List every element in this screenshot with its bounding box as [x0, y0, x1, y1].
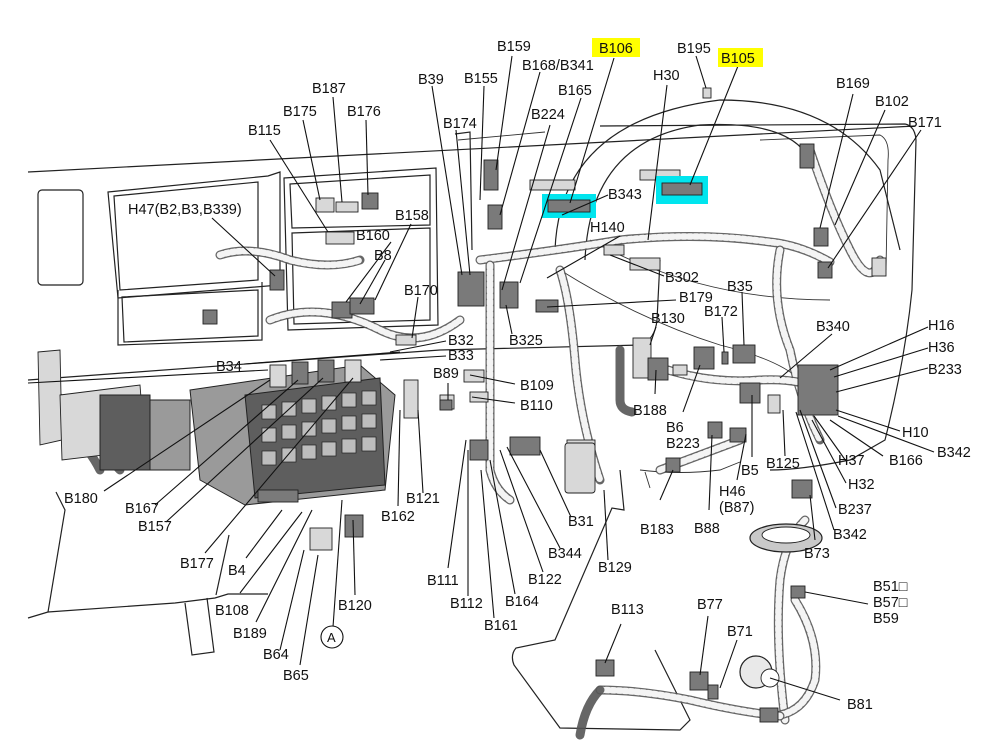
label-b108: B108 — [215, 603, 249, 619]
connectors — [202, 87, 887, 723]
label-b125: B125 — [766, 456, 800, 472]
label-b342-a: B342 — [937, 445, 971, 461]
label-b31: B31 — [568, 514, 594, 530]
label-b170: B170 — [404, 283, 438, 299]
label-b188: B188 — [633, 403, 667, 419]
label-b168-b341: B168/B341 — [522, 58, 594, 74]
label-b180: B180 — [64, 491, 98, 507]
label-b343: B343 — [608, 187, 642, 203]
label-b65: B65 — [283, 668, 309, 684]
label-b81: B81 — [847, 697, 873, 713]
label-b176: B176 — [347, 104, 381, 120]
label-b8: B8 — [374, 248, 392, 264]
label-h140: H140 — [590, 220, 625, 236]
label-b183: B183 — [640, 522, 674, 538]
label-b57: B57□ — [873, 595, 908, 611]
callout-a-label: A — [327, 630, 336, 645]
label-b325: B325 — [509, 333, 543, 349]
label-b160: B160 — [356, 228, 390, 244]
label-h47: H47(B2,B3,B339) — [128, 202, 242, 218]
label-b130: B130 — [651, 311, 685, 327]
label-b5: B5 — [741, 463, 759, 479]
label-b113: B113 — [611, 602, 644, 618]
callout-a-circle — [320, 625, 344, 649]
label-b342-b: B342 — [833, 527, 867, 543]
b105-connector — [661, 182, 703, 196]
label-b105: B105 — [721, 51, 755, 67]
label-b233: B233 — [928, 362, 962, 378]
label-b39: B39 — [418, 72, 444, 88]
label-b302: B302 — [665, 270, 699, 286]
label-h10: H10 — [902, 425, 929, 441]
label-b195: B195 — [677, 41, 711, 57]
label-b34: B34 — [216, 359, 242, 375]
label-b172: B172 — [704, 304, 738, 320]
label-h46-b87: (B87) — [719, 500, 754, 516]
label-b157: B157 — [138, 519, 172, 535]
label-b158: B158 — [395, 208, 429, 224]
label-b115: B115 — [248, 123, 281, 139]
label-b35: B35 — [727, 279, 753, 295]
label-h36: H36 — [928, 340, 955, 356]
fuse-block — [189, 359, 396, 551]
label-b33: B33 — [448, 348, 474, 364]
label-b71: B71 — [727, 624, 753, 640]
label-h37: H37 — [838, 453, 865, 469]
label-b6: B6 — [666, 420, 684, 436]
label-h46: H46 — [719, 484, 746, 500]
label-b89: B89 — [433, 366, 459, 382]
label-b189: B189 — [233, 626, 267, 642]
label-b187: B187 — [312, 81, 346, 97]
label-b174: B174 — [443, 116, 477, 132]
label-b169: B169 — [836, 76, 870, 92]
b105-label-highlight — [718, 48, 763, 67]
label-b51: B51□ — [873, 579, 908, 595]
label-b109: B109 — [520, 378, 554, 394]
label-b167: B167 — [125, 501, 159, 517]
b106-label-highlight — [592, 38, 640, 57]
label-b4: B4 — [228, 563, 246, 579]
label-b175: B175 — [283, 104, 317, 120]
label-b223: B223 — [666, 436, 700, 452]
label-b120: B120 — [338, 598, 372, 614]
steering-column — [37, 349, 191, 471]
label-b171: B171 — [908, 115, 942, 131]
labels: B159 B106 B195 B105 B168/B341 B155 B39 B… — [64, 39, 971, 713]
label-b77: B77 — [697, 597, 723, 613]
label-b344: B344 — [548, 546, 582, 562]
label-b122: B122 — [528, 572, 562, 588]
label-b166: B166 — [889, 453, 923, 469]
label-h16: H16 — [928, 318, 955, 334]
label-b111: B111 — [427, 573, 459, 589]
label-b340: B340 — [816, 319, 850, 335]
label-b179: B179 — [679, 290, 713, 306]
leader-lines — [27, 55, 935, 701]
label-b161: B161 — [484, 618, 518, 634]
label-b224: B224 — [531, 107, 565, 123]
label-b121: B121 — [406, 491, 440, 507]
label-b73: B73 — [804, 546, 830, 562]
label-b164: B164 — [505, 594, 539, 610]
label-b159: B159 — [497, 39, 531, 55]
label-b88: B88 — [694, 521, 720, 537]
label-b112: B112 — [450, 596, 483, 612]
label-b64: B64 — [263, 647, 289, 663]
label-b59: B59 — [873, 611, 899, 627]
label-b155: B155 — [464, 71, 498, 87]
label-b102: B102 — [875, 94, 909, 110]
label-b237: B237 — [838, 502, 872, 518]
label-b106: B106 — [599, 41, 633, 57]
label-b162: B162 — [381, 509, 415, 525]
label-b177: B177 — [180, 556, 214, 572]
highlighted-connectors — [542, 176, 708, 218]
label-b129: B129 — [598, 560, 632, 576]
label-h32: H32 — [848, 477, 875, 493]
label-b165: B165 — [558, 83, 592, 99]
label-h30: H30 — [653, 68, 680, 84]
label-b110: B110 — [520, 398, 553, 414]
label-b32: B32 — [448, 333, 474, 349]
